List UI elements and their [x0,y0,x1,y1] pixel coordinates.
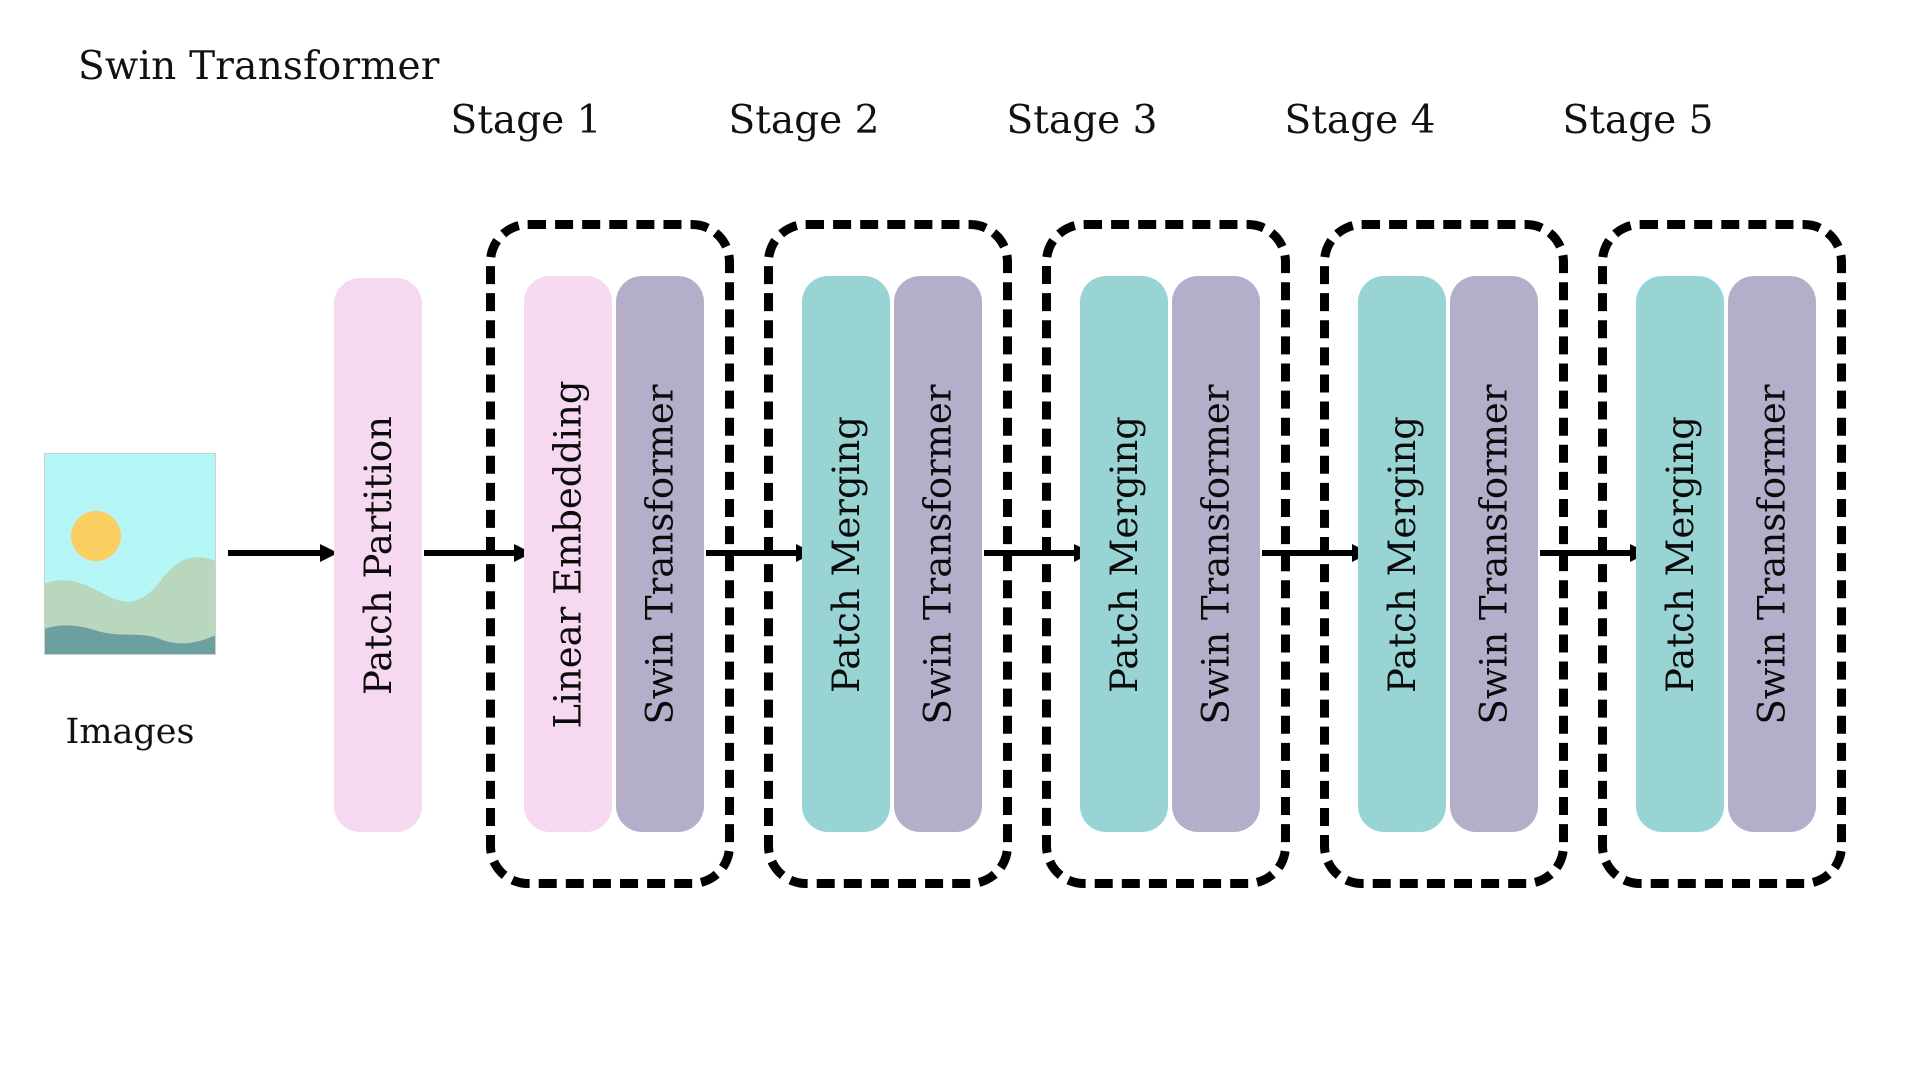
block-label: Patch Merging [1658,415,1702,693]
block-patch-merging-3[interactable]: Patch Merging [1080,276,1168,832]
arrow-images-to-patch-partition [228,540,338,566]
block-swin-transformer-1[interactable]: Swin Transformer [616,276,704,832]
input-image-thumbnail [44,453,216,655]
block-label: Patch Merging [1102,415,1146,693]
block-swin-transformer-3[interactable]: Swin Transformer [1172,276,1260,832]
stage-container-5[interactable] [1598,220,1846,888]
stage-header-4: Stage 4 [1284,98,1436,143]
landscape-image-icon [44,453,216,655]
block-label: Linear Embedding [546,379,590,729]
block-linear-embedding[interactable]: Linear Embedding [524,276,612,832]
input-image-caption: Images [65,712,195,752]
block-patch-merging-4[interactable]: Patch Merging [1358,276,1446,832]
block-label: Swin Transformer [1750,383,1794,725]
block-swin-transformer-2[interactable]: Swin Transformer [894,276,982,832]
block-patch-merging-2[interactable]: Patch Merging [802,276,890,832]
arrow-patch-partition-to-stage-1 [424,540,532,566]
block-swin-transformer-5[interactable]: Swin Transformer [1728,276,1816,832]
block-label: Patch Merging [1380,415,1424,693]
page-title: Swin Transformer [78,44,440,89]
stage-header-3: Stage 3 [1006,98,1158,143]
block-patch-partition[interactable]: Patch Partition [334,278,422,832]
stage-header-2: Stage 2 [728,98,880,143]
block-swin-transformer-4[interactable]: Swin Transformer [1450,276,1538,832]
block-patch-merging-5[interactable]: Patch Merging [1636,276,1724,832]
block-label: Patch Partition [356,415,400,695]
block-label: Swin Transformer [916,383,960,725]
stage-header-5: Stage 5 [1562,98,1714,143]
block-label: Swin Transformer [638,383,682,725]
block-label: Patch Merging [824,415,868,693]
stage-header-1: Stage 1 [450,98,602,143]
block-label: Swin Transformer [1472,383,1516,725]
block-label: Swin Transformer [1194,383,1238,725]
